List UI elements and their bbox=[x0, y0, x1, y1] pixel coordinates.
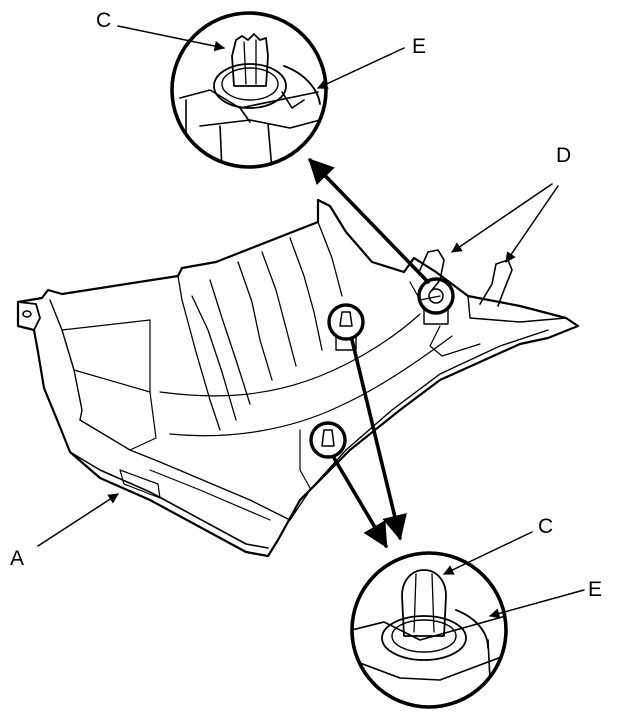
label-e-top: E bbox=[412, 35, 426, 58]
clip-pin-bottom bbox=[401, 569, 447, 637]
fastener-upper-right bbox=[417, 277, 455, 325]
label-a: A bbox=[10, 547, 24, 570]
cover-panel bbox=[16, 198, 580, 558]
bottom-rim bbox=[69, 451, 269, 549]
detail-view-bottom bbox=[350, 551, 508, 709]
clip-pin-top bbox=[231, 33, 269, 87]
inner-floor-edge bbox=[79, 329, 549, 521]
inner-left-wall bbox=[49, 299, 83, 421]
arrow-to-bottom-detail-2 bbox=[332, 456, 388, 549]
detail-view-top bbox=[170, 11, 328, 169]
label-c-top: C bbox=[96, 9, 111, 32]
rib-4 bbox=[237, 261, 273, 381]
arrow-to-top-detail bbox=[308, 158, 430, 284]
fastener-middle bbox=[327, 303, 365, 351]
rib-2 bbox=[191, 295, 237, 421]
label-c-bottom: C bbox=[538, 515, 553, 538]
rib-3 bbox=[209, 279, 251, 405]
label-d: D bbox=[556, 144, 571, 167]
mounting-tab bbox=[17, 301, 41, 331]
leader-lines bbox=[37, 25, 585, 619]
fastener-lower bbox=[309, 421, 347, 459]
label-e-bottom: E bbox=[588, 578, 602, 601]
clip-tab-left bbox=[419, 249, 445, 291]
tab-hole bbox=[22, 310, 32, 318]
callout-arrows bbox=[308, 158, 430, 549]
rib-1 bbox=[177, 275, 221, 431]
arrow-to-bottom-detail-1 bbox=[350, 338, 407, 541]
rib-6 bbox=[289, 237, 323, 351]
rib-7 bbox=[317, 221, 343, 297]
rib-5 bbox=[261, 251, 297, 367]
